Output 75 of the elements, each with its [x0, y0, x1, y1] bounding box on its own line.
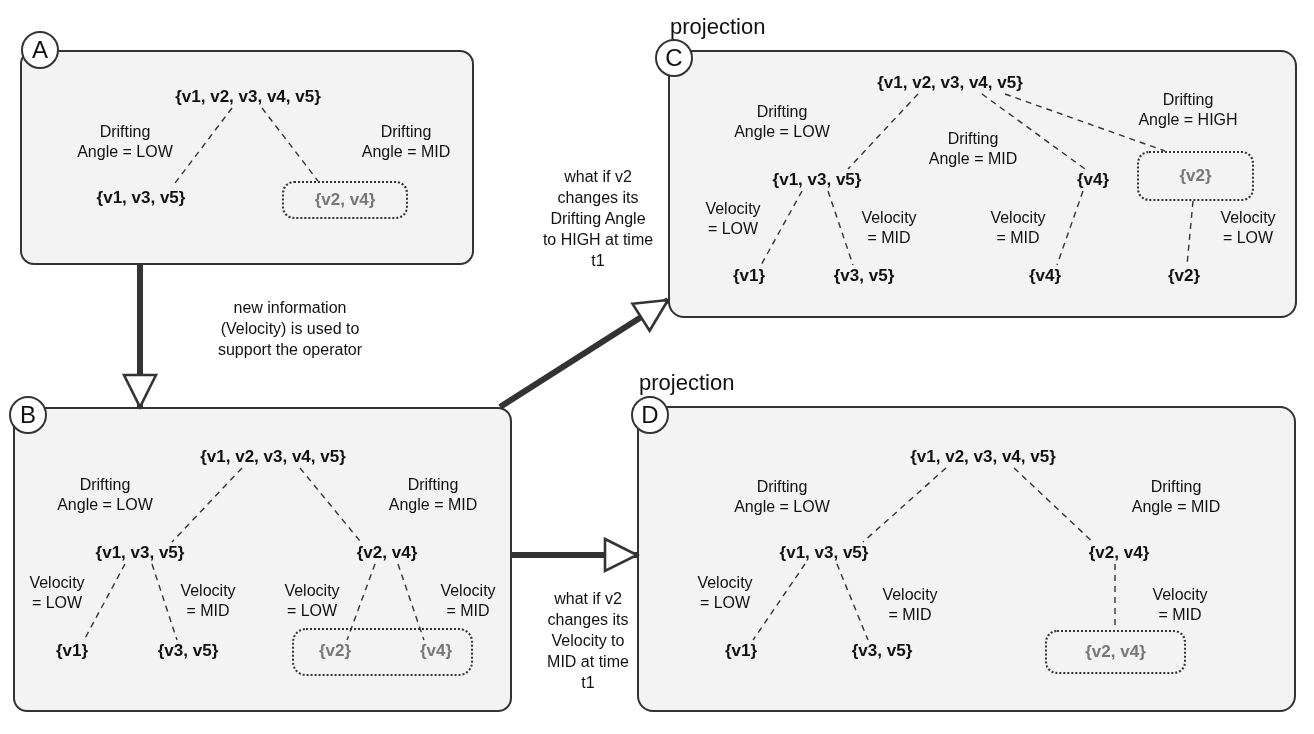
connector-line [261, 107, 319, 182]
letter-badge: A [21, 31, 59, 69]
set-label: {v4} [1076, 169, 1110, 191]
edge-label: Velocity = LOW [29, 573, 85, 613]
connector-line [1056, 190, 1084, 266]
edge-label: Drifting Angle = LOW [77, 122, 173, 162]
connector-line [346, 563, 376, 641]
set-label: {v4} [419, 640, 453, 662]
highlighted-set: {v2, v4} [282, 181, 408, 219]
panel-heading: projection [670, 14, 766, 40]
edge-label: Drifting Angle = MID [388, 475, 478, 515]
highlighted-set: {v2} [1137, 151, 1254, 201]
set-label: {v1, v2, v3, v4, v5} [175, 86, 321, 108]
arrow [512, 537, 639, 573]
highlighted-set: {v2, v4} [1045, 630, 1186, 674]
set-label: {v1} [724, 640, 758, 662]
edge-label: Velocity = MID [180, 581, 236, 621]
arrow [122, 265, 158, 409]
set-label: {v2, v4} [356, 542, 418, 564]
letter-badge: C [655, 39, 693, 77]
edge-label: Drifting Angle = MID [361, 122, 451, 162]
connector-line [862, 467, 947, 543]
set-label: {v1, v3, v5} [779, 542, 869, 564]
connector-line [171, 107, 233, 188]
connector-line [827, 190, 854, 266]
set-label: {v1} [732, 265, 766, 287]
set-label: {v1, v2, v3, v4, v5} [200, 446, 346, 468]
set-label: {v3, v5} [851, 640, 913, 662]
edge-label: Drifting Angle = LOW [734, 102, 830, 142]
set-label: {v1, v2, v3, v4, v5} [910, 446, 1056, 468]
set-label: {v2, v4} [1088, 542, 1150, 564]
edge-label: Velocity = LOW [284, 581, 340, 621]
set-label: {v1, v3, v5} [96, 187, 186, 209]
dotted-group-box [292, 628, 473, 676]
edge-label: Drifting Angle = MID [928, 129, 1018, 169]
edge-label: what if v2 changes its Drifting Angle to HIGH at time t1 [542, 166, 654, 271]
edge-label: Drifting Angle = MID [1131, 477, 1221, 517]
set-label: {v4} [1028, 265, 1062, 287]
set-label: {v2} [1167, 265, 1201, 287]
connector-line [752, 563, 806, 641]
set-label: {v1, v2, v3, v4, v5} [877, 72, 1023, 94]
connector-line [397, 563, 425, 641]
panel [13, 407, 512, 712]
letter-badge: D [631, 396, 669, 434]
edge-label: what if v2 changes its Velocity to MID at time t1 [546, 588, 630, 693]
edge-label: Velocity = MID [440, 581, 496, 621]
edge-label: Drifting Angle = LOW [57, 475, 153, 515]
edge-label: Velocity = LOW [705, 199, 761, 239]
edge-label: Drifting Angle = HIGH [1138, 90, 1238, 130]
connector-line [836, 563, 869, 641]
edge-label: Velocity = MID [882, 585, 938, 625]
letter-badge: B [9, 396, 47, 434]
edge-label: Velocity = LOW [697, 573, 753, 613]
set-label: {v2} [318, 640, 352, 662]
set-label: {v1, v3, v5} [95, 542, 185, 564]
connector-line [171, 467, 243, 543]
set-label: {v3, v5} [833, 265, 895, 287]
edge-label: Drifting Angle = LOW [734, 477, 830, 517]
edge-label: Velocity = LOW [1220, 208, 1276, 248]
connector-line [299, 467, 362, 543]
arrow [498, 297, 670, 410]
connector-line [760, 190, 803, 266]
connector-line [1004, 93, 1166, 152]
edge-label: new information (Velocity) is used to support the operator [216, 297, 364, 360]
connector-line [151, 563, 178, 641]
edge-label: Velocity = MID [990, 208, 1046, 248]
set-label: {v1} [55, 640, 89, 662]
connector-line [847, 93, 919, 170]
set-label: {v3, v5} [157, 640, 219, 662]
connector-line [1013, 467, 1094, 543]
set-label: {v1, v3, v5} [772, 169, 862, 191]
edge-label: Velocity = MID [1152, 585, 1208, 625]
panel-heading: projection [639, 370, 735, 396]
edge-label: Velocity = MID [861, 208, 917, 248]
connector-line [981, 93, 1086, 170]
